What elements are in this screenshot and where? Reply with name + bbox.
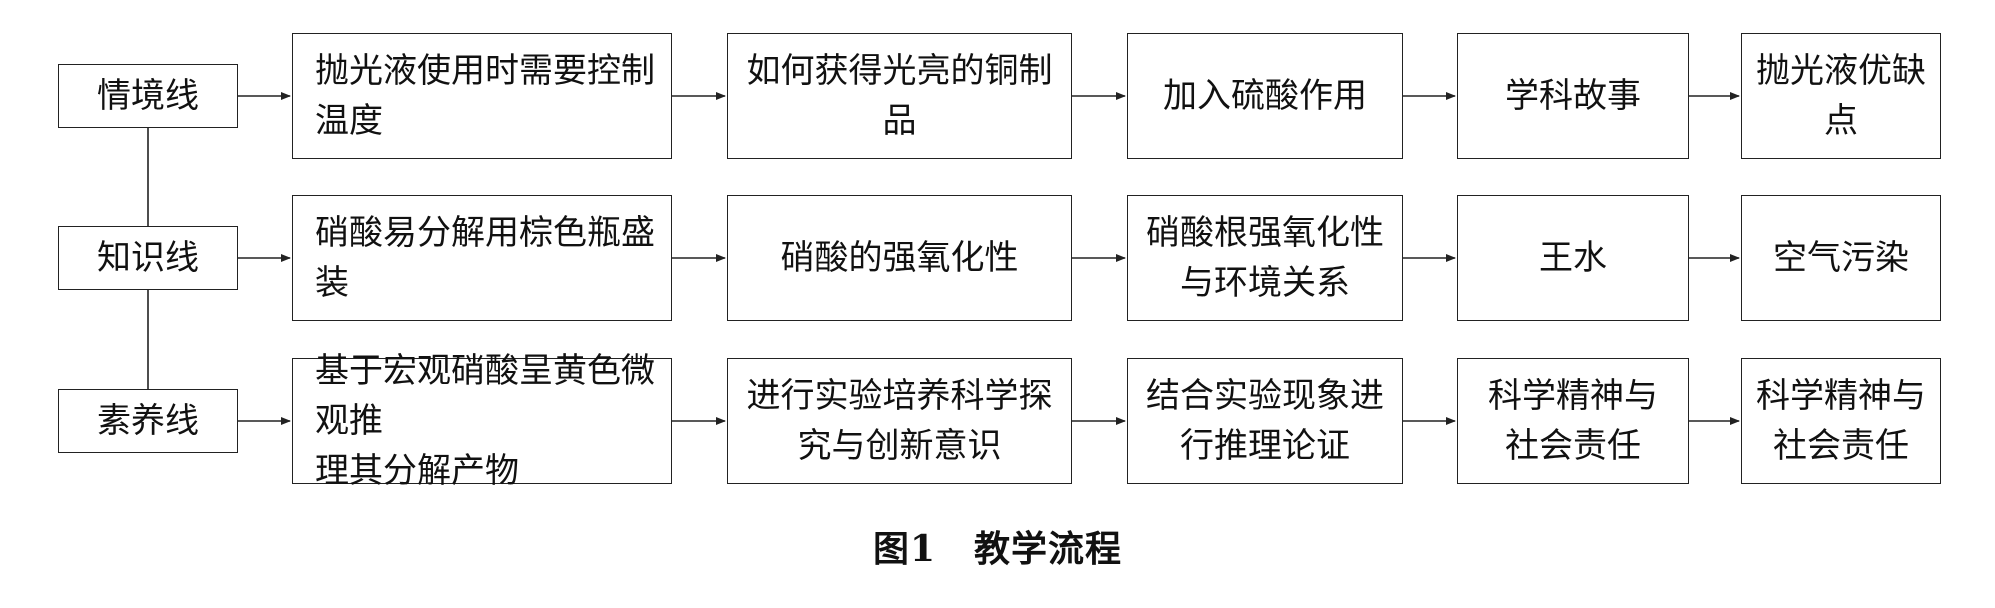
step-text: 硝酸根强氧化性与环境关系 — [1146, 213, 1384, 303]
step-text: 科学精神与社会责任 — [1756, 376, 1926, 466]
row-label-box: 知识线 — [58, 226, 238, 290]
figure-number: 图1 — [872, 528, 937, 570]
step-box: 如何获得光亮的铜制品 — [727, 33, 1072, 159]
figure-caption: 图1 教学流程 — [0, 520, 1995, 572]
step-box: 硝酸易分解用棕色瓶盛装 — [292, 195, 672, 321]
step-text: 硝酸易分解用棕色瓶盛装 — [315, 213, 655, 303]
row-label: 素养线 — [97, 401, 199, 441]
step-box: 进行实验培养科学探究与创新意识 — [727, 358, 1072, 484]
figure-title: 教学流程 — [974, 528, 1123, 570]
step-box: 抛光液优缺点 — [1741, 33, 1941, 159]
step-text: 进行实验培养科学探究与创新意识 — [746, 376, 1053, 466]
step-text: 抛光液优缺点 — [1756, 51, 1926, 141]
step-box: 加入硫酸作用 — [1127, 33, 1403, 159]
step-text: 抛光液使用时需要控制温度 — [315, 51, 655, 141]
step-box: 科学精神与社会责任 — [1457, 358, 1689, 484]
row-label-box: 情境线 — [58, 64, 238, 128]
row-label-box: 素养线 — [58, 389, 238, 453]
step-box: 硝酸根强氧化性与环境关系 — [1127, 195, 1403, 321]
step-box: 抛光液使用时需要控制温度 — [292, 33, 672, 159]
step-text: 基于宏观硝酸呈黄色微观推理其分解产物 — [315, 351, 655, 491]
step-text: 学科故事 — [1505, 76, 1641, 116]
step-text: 结合实验现象进行推理论证 — [1146, 376, 1384, 466]
step-box: 学科故事 — [1457, 33, 1689, 159]
step-text: 如何获得光亮的铜制品 — [746, 51, 1053, 141]
step-text: 科学精神与社会责任 — [1488, 376, 1658, 466]
row-label: 情境线 — [97, 76, 199, 116]
step-text: 加入硫酸作用 — [1163, 76, 1367, 116]
step-text: 王水 — [1539, 238, 1607, 278]
step-text: 空气污染 — [1773, 238, 1909, 278]
step-box: 结合实验现象进行推理论证 — [1127, 358, 1403, 484]
step-text: 硝酸的强氧化性 — [780, 238, 1019, 278]
step-box: 科学精神与社会责任 — [1741, 358, 1941, 484]
row-label: 知识线 — [97, 238, 199, 278]
step-box: 王水 — [1457, 195, 1689, 321]
step-box: 基于宏观硝酸呈黄色微观推理其分解产物 — [292, 351, 672, 491]
step-box: 空气污染 — [1741, 195, 1941, 321]
step-box: 硝酸的强氧化性 — [727, 195, 1072, 321]
